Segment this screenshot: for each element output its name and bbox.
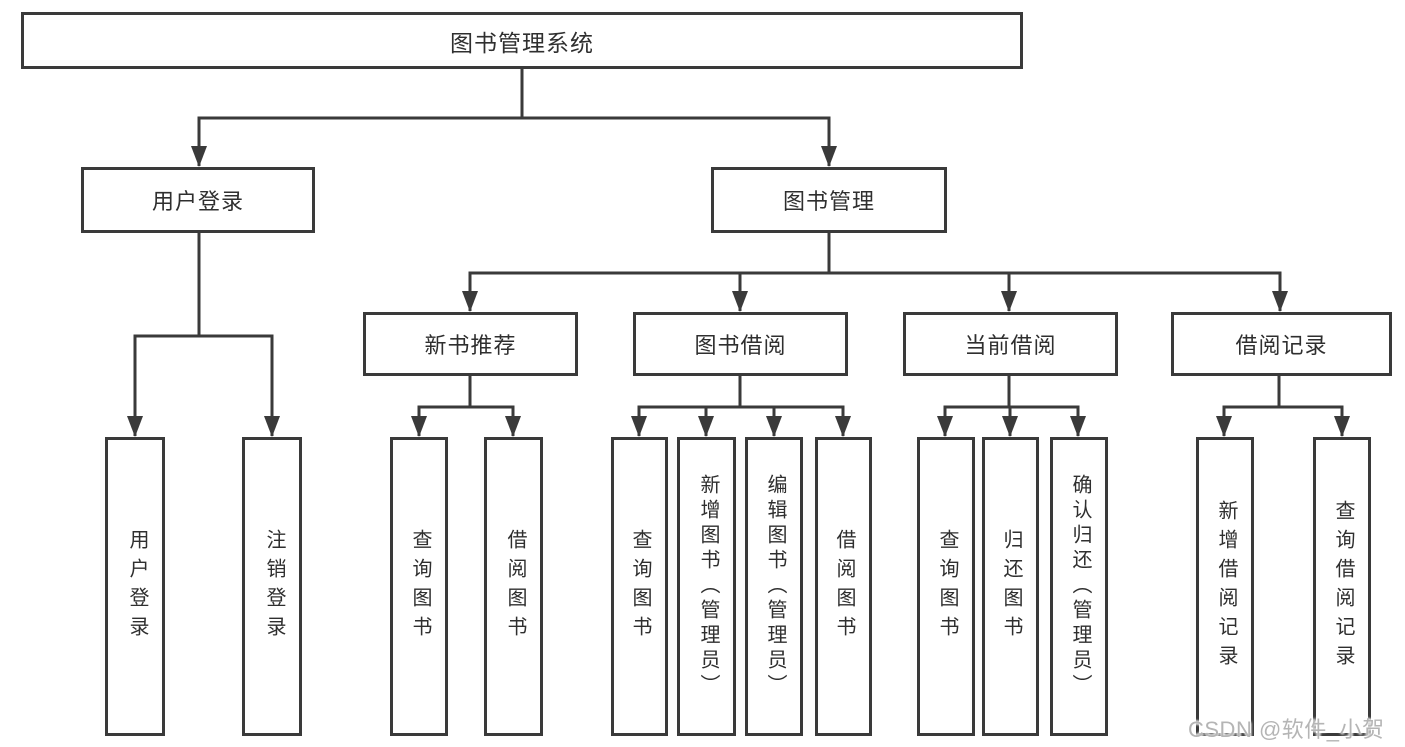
leaf-borrow-query-book: 查询图书 — [611, 437, 668, 736]
node-borrow-records: 借阅记录 — [1171, 312, 1392, 376]
node-library-management-system: 图书管理系统 — [21, 12, 1023, 69]
leaf-borrow-book: 借阅图书 — [815, 437, 872, 736]
node-new-book-recommend: 新书推荐 — [363, 312, 578, 376]
leaf-add-book-admin: 新增图书（管理员） — [677, 437, 736, 736]
leaf-edit-book-admin: 编辑图书（管理员） — [745, 437, 803, 736]
node-book-management: 图书管理 — [711, 167, 947, 233]
leaf-recommend-borrow-book: 借阅图书 — [484, 437, 543, 736]
leaf-query-borrow-record: 查询借阅记录 — [1313, 437, 1371, 736]
node-book-borrow: 图书借阅 — [633, 312, 848, 376]
leaf-user-login: 用户登录 — [105, 437, 165, 736]
node-current-borrow: 当前借阅 — [903, 312, 1118, 376]
csdn-watermark: CSDN @软件_小贺同学 — [1188, 717, 1385, 742]
leaf-recommend-query-book: 查询图书 — [390, 437, 448, 736]
node-user-login: 用户登录 — [81, 167, 315, 233]
leaf-logout: 注销登录 — [242, 437, 302, 736]
leaf-current-query-book: 查询图书 — [917, 437, 975, 736]
leaf-add-borrow-record: 新增借阅记录 — [1196, 437, 1254, 736]
leaf-return-book: 归还图书 — [982, 437, 1039, 736]
leaf-confirm-return-admin: 确认归还（管理员） — [1050, 437, 1108, 736]
